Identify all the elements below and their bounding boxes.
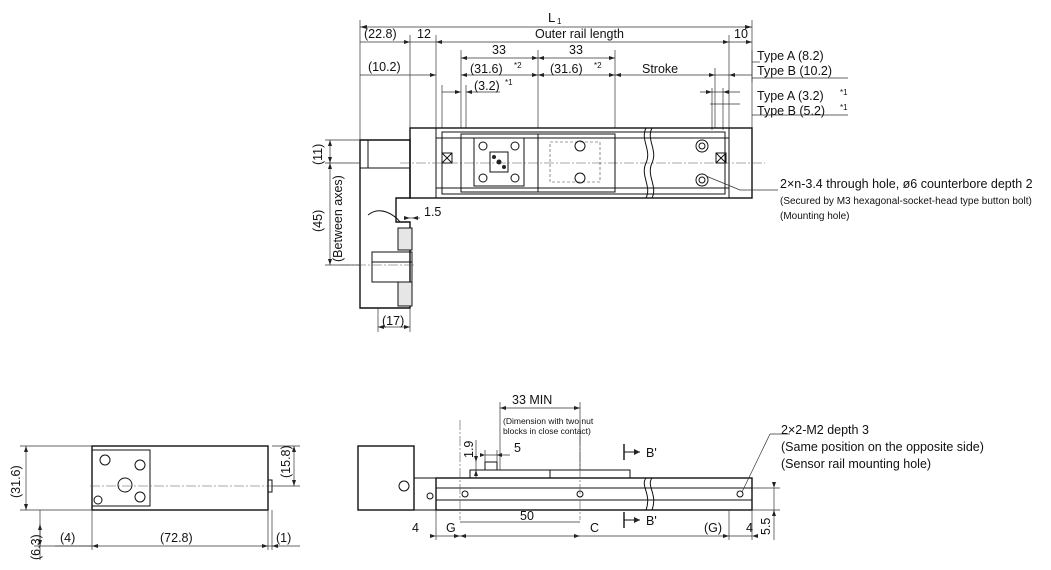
dim-17: (17) <box>382 314 404 328</box>
mounting-hole-top <box>695 139 709 153</box>
nut-block-2 <box>537 133 616 193</box>
dim-6-3: (6.3) <box>29 534 43 560</box>
hole-note-1: 2×n-3.4 through hole, ø6 counterbore dep… <box>780 177 1033 191</box>
note-1-a: *1 <box>505 78 513 87</box>
front-view: 33 MIN (Dimension with two nut blocks in… <box>357 393 984 540</box>
m2-note-2: (Same position on the opposite side) <box>781 440 984 454</box>
dim-1-5: 1.5 <box>424 205 441 219</box>
m2-note-3: (Sensor rail mounting hole) <box>781 457 931 471</box>
dim-31-6-side: (31.6) <box>9 465 23 498</box>
front-rail <box>435 477 753 511</box>
between-axes-label: (Between axes) <box>331 175 345 262</box>
dim-10: 10 <box>734 27 748 41</box>
dim-15-8: (15.8) <box>279 445 293 478</box>
dim-4-left: 4 <box>412 521 419 535</box>
dim-31-6-b: (31.6) <box>550 62 583 76</box>
dim-4-right: 4 <box>746 521 753 535</box>
m2-note-1: 2×2-M2 depth 3 <box>781 423 869 437</box>
stroke-label: Stroke <box>642 62 678 76</box>
dim-72-8: (72.8) <box>160 531 193 545</box>
type-b-5-2: Type B (5.2) <box>757 104 825 118</box>
two-nut-note-1: (Dimension with two nut <box>503 416 594 426</box>
type-b-10-2: Type B (10.2) <box>757 64 832 78</box>
hole-note-3: (Mounting hole) <box>780 211 849 222</box>
dim-33-a: 33 <box>492 43 506 57</box>
dim-1-9: 1.9 <box>462 441 476 458</box>
g-right: (G) <box>704 521 722 535</box>
hole-note-2: (Secured by M3 hexagonal-socket-head typ… <box>780 196 1032 207</box>
dim-1-side: (1) <box>276 531 291 545</box>
mounting-hole-bottom <box>695 173 709 187</box>
outer-rail-length-label: Outer rail length <box>535 27 624 41</box>
dim-31-6-a: (31.6) <box>470 62 503 76</box>
dim-11: (11) <box>311 144 325 165</box>
dim-10-2: (10.2) <box>368 60 401 74</box>
side-view: (31.6) (15.8) (6.3) (4) (72.8) (1) <box>9 445 300 560</box>
b-prime-top: B' <box>646 446 657 460</box>
dim-5: 5 <box>514 441 521 455</box>
dim-50: 50 <box>520 509 534 523</box>
l1-label: L <box>548 10 555 25</box>
note-2-a: *2 <box>514 61 522 70</box>
dim-45: (45) <box>311 210 325 232</box>
note-1-c: *1 <box>840 103 848 112</box>
dim-12: 12 <box>417 27 431 41</box>
two-nut-note-2: blocks in close contact) <box>503 426 591 436</box>
dim-5-5: 5.5 <box>759 518 773 535</box>
front-motor <box>357 445 415 511</box>
dim-22-8: (22.8) <box>364 27 397 41</box>
note-2-b: *2 <box>594 61 602 70</box>
type-a-3-2: Type A (3.2) <box>757 89 824 103</box>
note-1-b: *1 <box>840 88 848 97</box>
c-label: C <box>590 521 599 535</box>
dim-33-b: 33 <box>569 43 583 57</box>
b-prime-bottom: B' <box>646 514 657 528</box>
top-view: L 1 (22.8) 12 Outer rail length 10 33 33 <box>311 10 1033 332</box>
l1-subscript: 1 <box>557 17 562 26</box>
dim-4-side: (4) <box>60 531 75 545</box>
type-a-8-2: Type A (8.2) <box>757 49 824 63</box>
dim-33-min: 33 MIN <box>512 393 552 407</box>
g-left: G <box>446 521 456 535</box>
dim-3-2: (3.2) <box>474 79 500 93</box>
side-housing <box>91 445 269 511</box>
